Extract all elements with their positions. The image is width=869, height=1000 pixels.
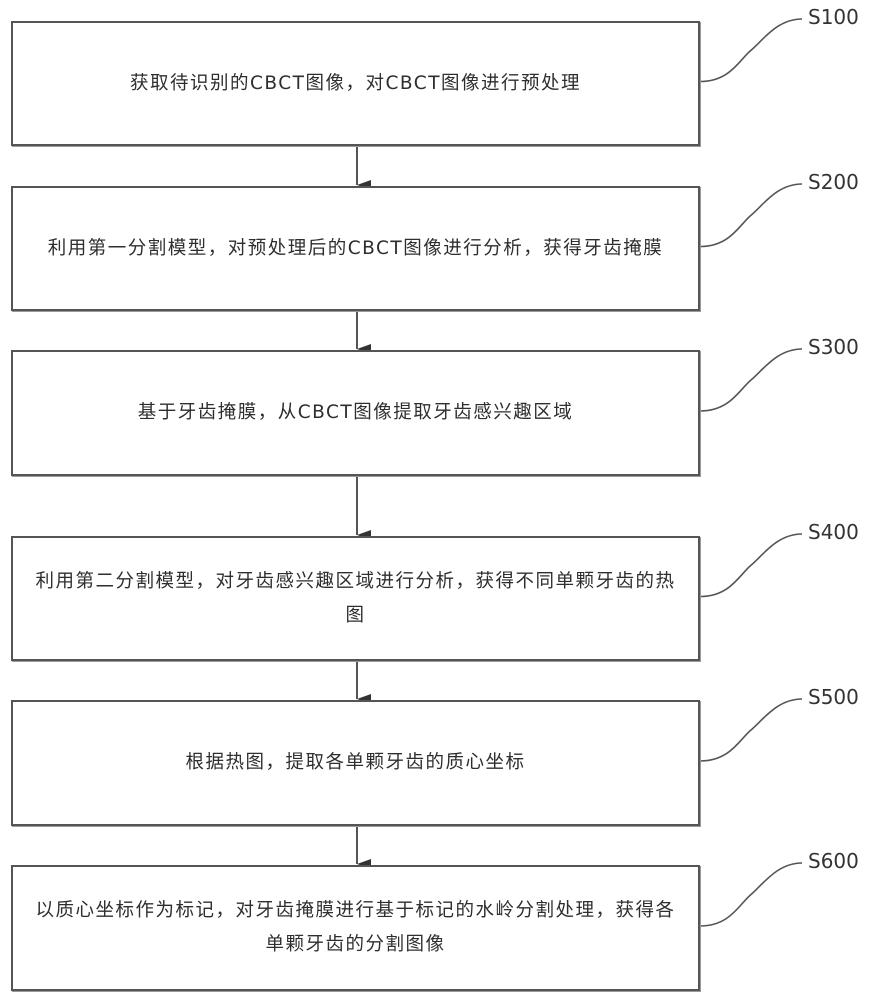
step-label-s400: S400 [808, 520, 859, 544]
step-text-s300: 基于牙齿掩膜，从CBCT图像提取牙齿感兴趣区域 [137, 402, 574, 423]
leader-line-s300 [699, 348, 803, 412]
step-box-s200: 利用第一分割模型，对预处理后的CBCT图像进行分析，获得牙齿掩膜 [11, 186, 700, 311]
step-text-s400: 利用第二分割模型，对牙齿感兴趣区域进行分析，获得不同单颗牙齿的热图 [35, 570, 676, 626]
step-box-s600: 以质心坐标作为标记，对牙齿掩膜进行基于标记的水岭分割处理，获得各单颗牙齿的分割图… [11, 865, 700, 991]
step-box-s400: 利用第二分割模型，对牙齿感兴趣区域进行分析，获得不同单颗牙齿的热图 [11, 536, 700, 661]
leader-line-s400 [699, 533, 803, 598]
step-text-s500: 根据热图，提取各单颗牙齿的质心坐标 [185, 752, 526, 773]
leader-line-s200 [699, 183, 803, 248]
step-label-s600: S600 [808, 849, 859, 873]
leader-line-s500 [699, 698, 803, 762]
step-label-s500: S500 [808, 685, 859, 709]
step-box-s500: 根据热图，提取各单颗牙齿的质心坐标 [11, 700, 700, 826]
leader-line-s100 [699, 18, 803, 83]
leader-line-s600 [699, 862, 803, 927]
step-text-s200: 利用第一分割模型，对预处理后的CBCT图像进行分析，获得牙齿掩膜 [47, 237, 664, 259]
step-label-s200: S200 [808, 170, 859, 194]
step-text-s600: 以质心坐标作为标记，对牙齿掩膜进行基于标记的水岭分割处理，获得各单颗牙齿的分割图… [35, 900, 676, 955]
step-label-s100: S100 [808, 5, 859, 29]
step-text-s100: 获取待识别的CBCT图像，对CBCT图像进行预处理 [129, 72, 581, 94]
step-box-s100: 获取待识别的CBCT图像，对CBCT图像进行预处理 [11, 21, 700, 146]
step-box-s300: 基于牙齿掩膜，从CBCT图像提取牙齿感兴趣区域 [11, 350, 700, 476]
step-label-s300: S300 [808, 335, 859, 359]
